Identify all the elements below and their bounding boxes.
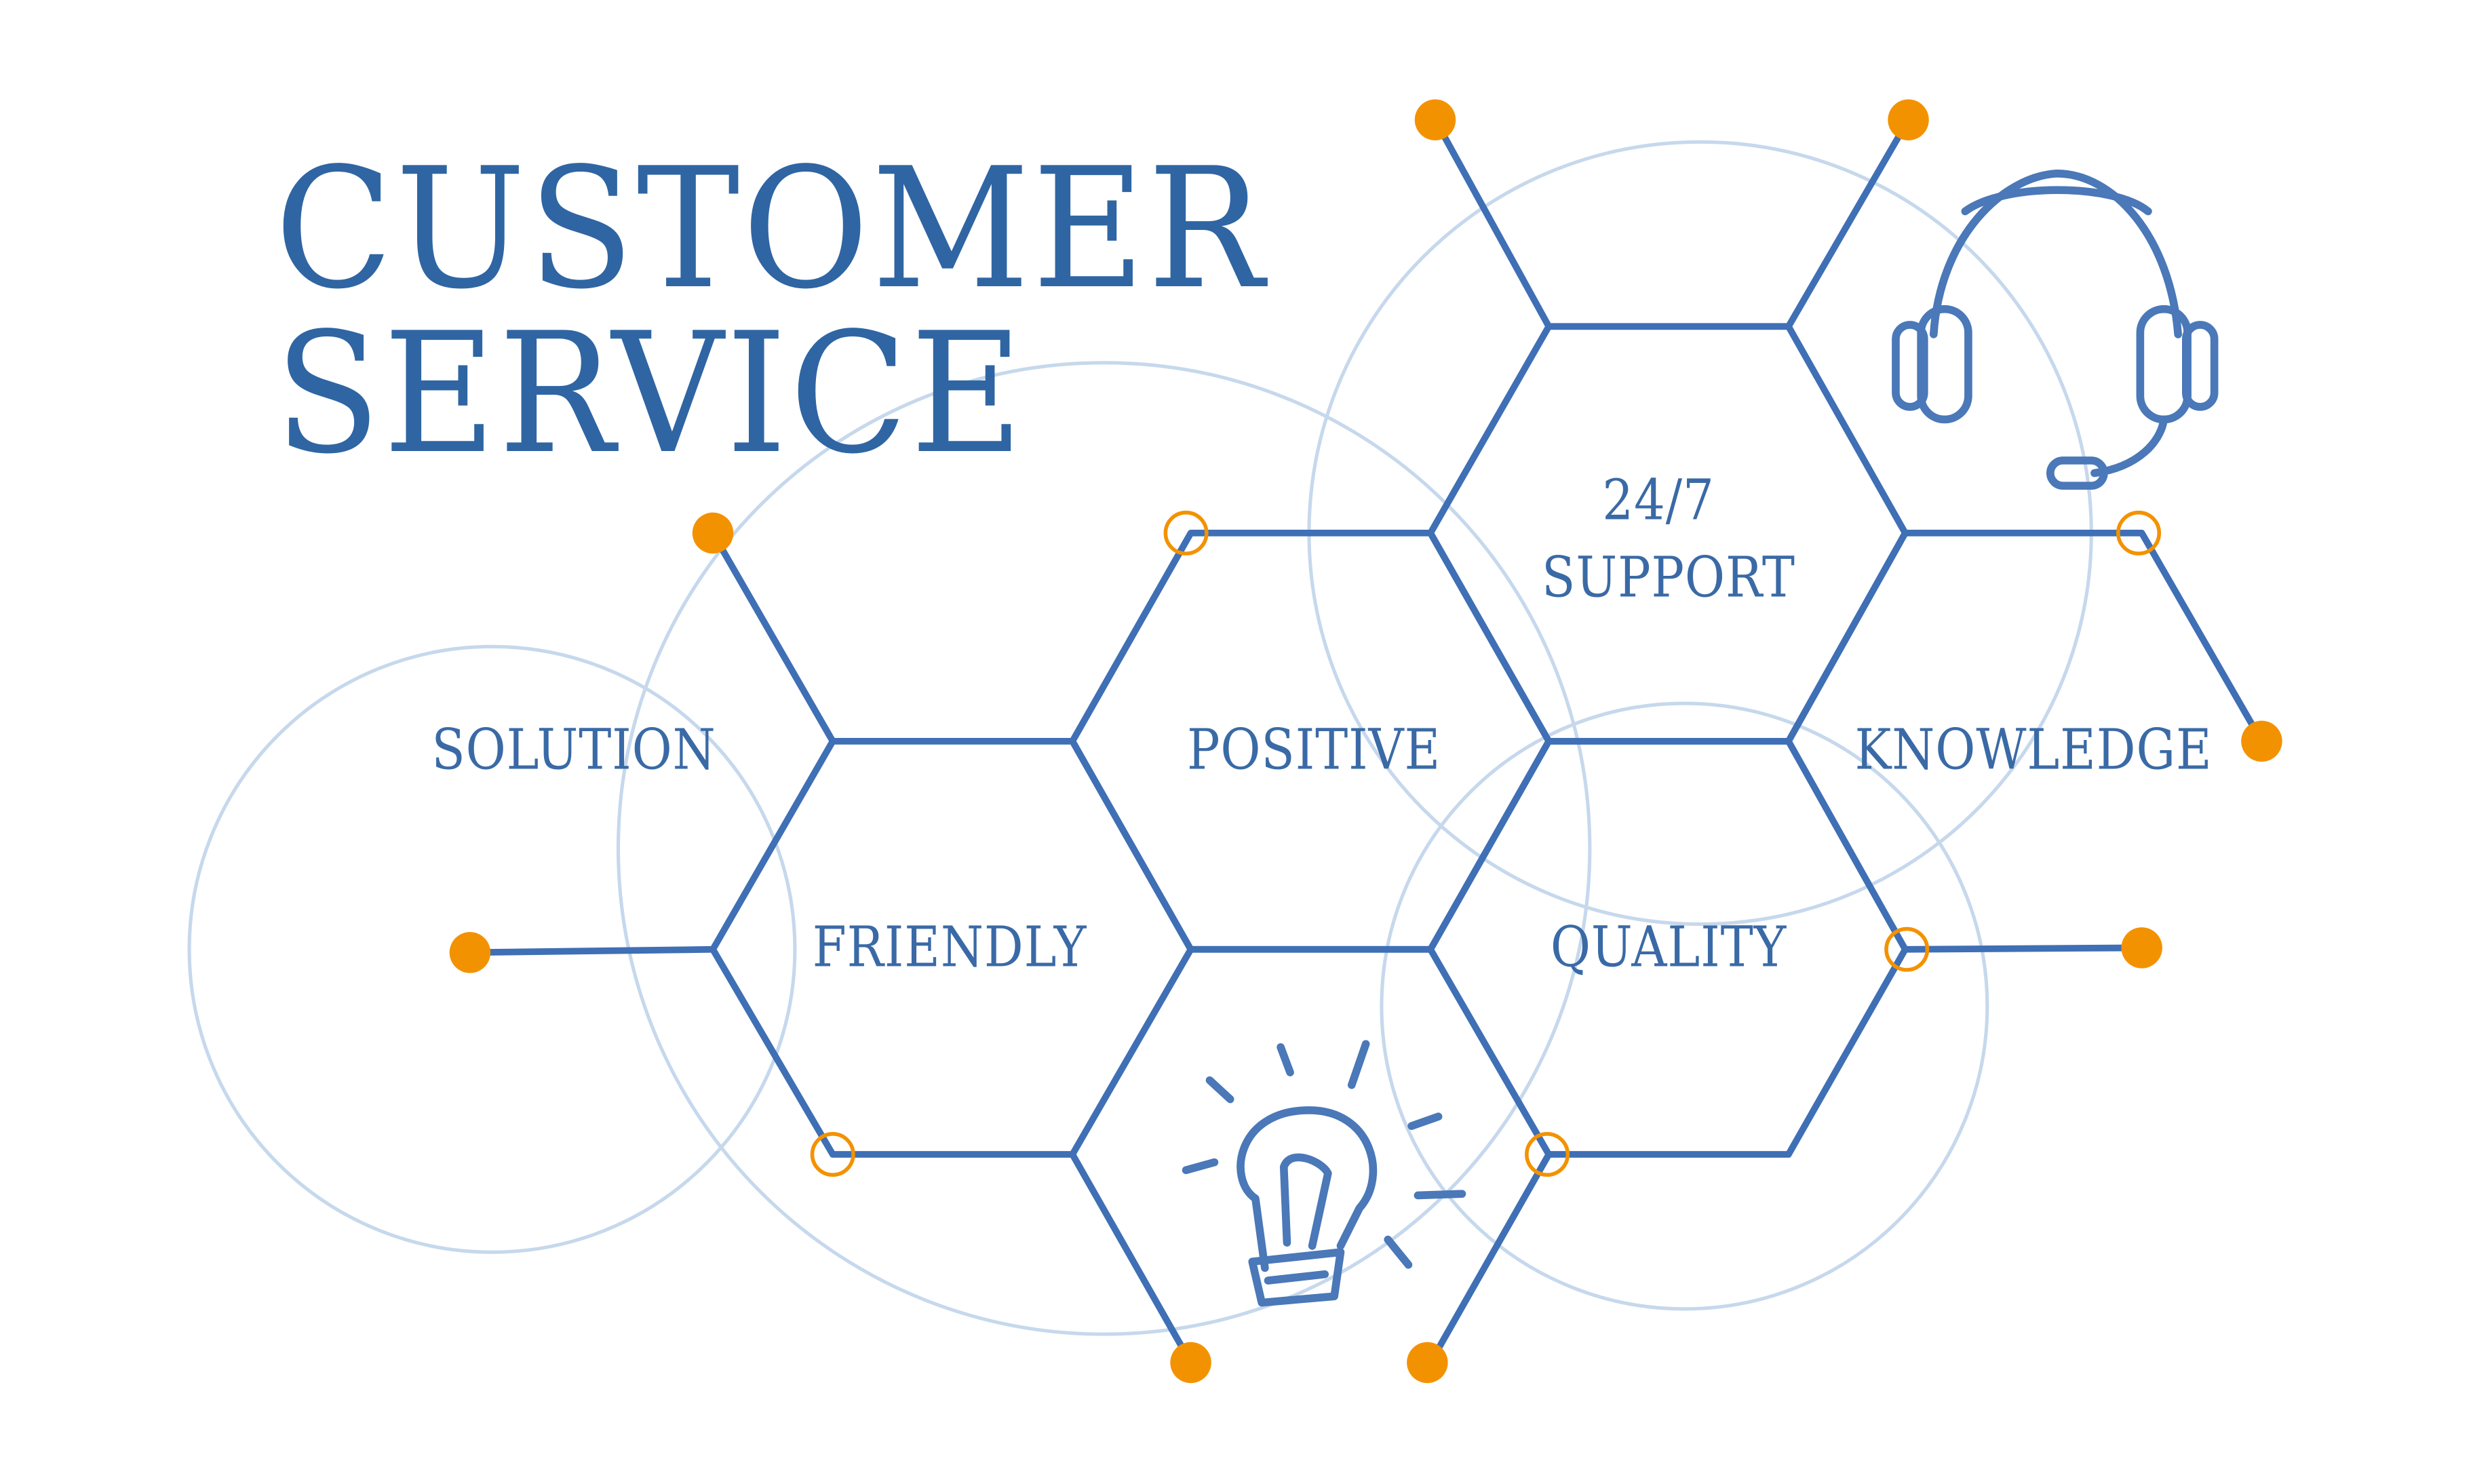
ring-bulb bbox=[1525, 1132, 1570, 1177]
label-positive: POSITIVE bbox=[1186, 718, 1441, 783]
ring-friendly bbox=[810, 1132, 855, 1177]
hexagon-lines bbox=[467, 116, 2265, 1366]
ring-positive bbox=[1163, 510, 1209, 555]
ring-quality bbox=[1884, 926, 1930, 972]
dot-quality-right bbox=[2121, 927, 2162, 969]
label-knowledge: KNOWLEDGE bbox=[1854, 718, 2213, 783]
dot-bottom-right bbox=[1407, 1342, 1448, 1384]
circle-quality bbox=[1380, 701, 1989, 1311]
headset-icon bbox=[1892, 169, 2219, 490]
orange-dots bbox=[449, 99, 2282, 1384]
orange-rings bbox=[810, 510, 2162, 1177]
lightbulb-icon bbox=[1182, 1040, 1466, 1307]
label-friendly: FRIENDLY bbox=[812, 915, 1087, 980]
dot-solution-top bbox=[692, 512, 734, 554]
dot-solution-left bbox=[449, 932, 491, 973]
dot-knowledge bbox=[2241, 720, 2282, 762]
label-quality: QUALITY bbox=[1550, 915, 1787, 980]
title-line-2: SERVICE bbox=[275, 297, 1026, 490]
circle-friendly bbox=[616, 361, 1592, 1336]
dot-top-right bbox=[1888, 99, 1929, 140]
label-solution: SOLUTION bbox=[431, 718, 716, 783]
circle-solution bbox=[187, 644, 797, 1254]
title-line-1: CUSTOMER bbox=[275, 132, 1267, 326]
label-support-line1: 24/7 bbox=[1602, 468, 1715, 533]
label-support-line2: SUPPORT bbox=[1542, 545, 1795, 610]
ring-knowledge bbox=[2116, 510, 2162, 555]
dot-top-left bbox=[1414, 99, 1456, 140]
dot-bottom-left bbox=[1170, 1342, 1211, 1384]
